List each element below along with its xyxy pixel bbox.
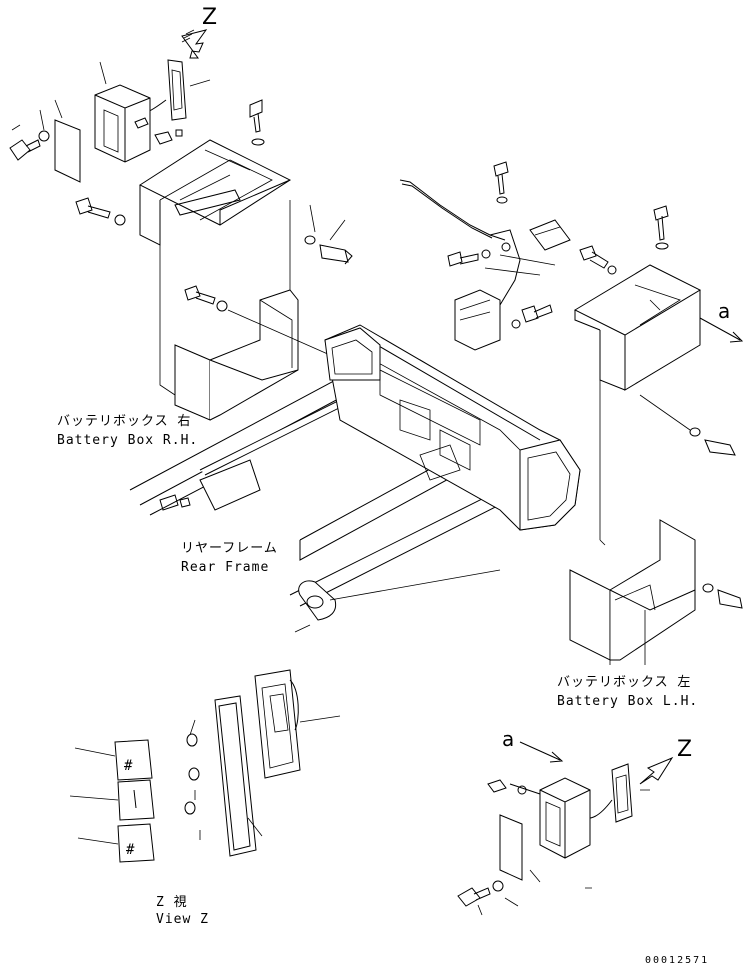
bolt-icon [75, 197, 111, 219]
bolt-icon [704, 439, 736, 456]
bolt-icon [319, 244, 353, 265]
center-harness-assembly [399, 161, 571, 351]
svg-text:#: # [126, 842, 135, 858]
bolt-icon [184, 285, 216, 305]
bolt-icon [717, 589, 743, 609]
cover-plate-lh [499, 814, 523, 881]
switch-cover-2 [117, 779, 155, 821]
battery-box-lh: バッテリボックス 左 Battery Box L.H. [557, 370, 743, 709]
battery-rh-jp-label: バッテリボックス 右 [57, 414, 191, 429]
battery-lh-en-label: Battery Box L.H. [557, 694, 698, 709]
svg-text:#: # [124, 758, 133, 774]
cover-plate [54, 119, 81, 183]
work-lamp [167, 59, 187, 121]
z-arrow-top-icon [181, 29, 208, 59]
battery-box-lh-lid: a [573, 205, 744, 456]
z-arrow-bottom-icon [639, 756, 674, 785]
bolt-icon [653, 205, 669, 241]
bolt-icon [457, 887, 491, 907]
work-lamp-lh [611, 763, 633, 823]
gasket [214, 695, 257, 857]
bolt-icon [493, 161, 509, 195]
bolt-icon [521, 304, 553, 323]
lamp-housing [254, 669, 301, 779]
rear-frame-en-label: Rear Frame [181, 560, 269, 575]
bolt-icon [447, 251, 479, 267]
upper-left-light-assembly: Z [9, 5, 217, 183]
view-z-en-label: View Z [156, 912, 209, 927]
lamp-box [94, 84, 151, 163]
switch-cover-1 [114, 739, 153, 781]
lower-right-light-assembly: a Z [457, 727, 692, 916]
z-label-bottom: Z [677, 737, 692, 762]
battery-rh-en-label: Battery Box R.H. [57, 433, 198, 448]
view-z-jp-label: Z 視 [156, 895, 188, 910]
battery-lh-jp-label: バッテリボックス 左 [557, 675, 691, 690]
battery-box-rh-lid [75, 99, 353, 396]
a-label-right: a [718, 299, 730, 323]
bolt-icon [579, 245, 609, 269]
switch-cover-3 [117, 823, 155, 863]
battery-box-rh: バッテリボックス 右 Battery Box R.H. [57, 285, 331, 448]
bolt-icon [9, 139, 41, 161]
rear-frame-jp-label: リヤーフレーム [181, 541, 278, 556]
drawing-number: 00012571 [645, 955, 709, 966]
a-label-bottom: a [502, 727, 514, 751]
bolt-icon [249, 99, 263, 133]
view-z-detail: # # Z 視 View Z [69, 669, 341, 927]
rear-frame: リヤーフレーム Rear Frame [129, 324, 581, 633]
z-label-top: Z [202, 5, 217, 30]
